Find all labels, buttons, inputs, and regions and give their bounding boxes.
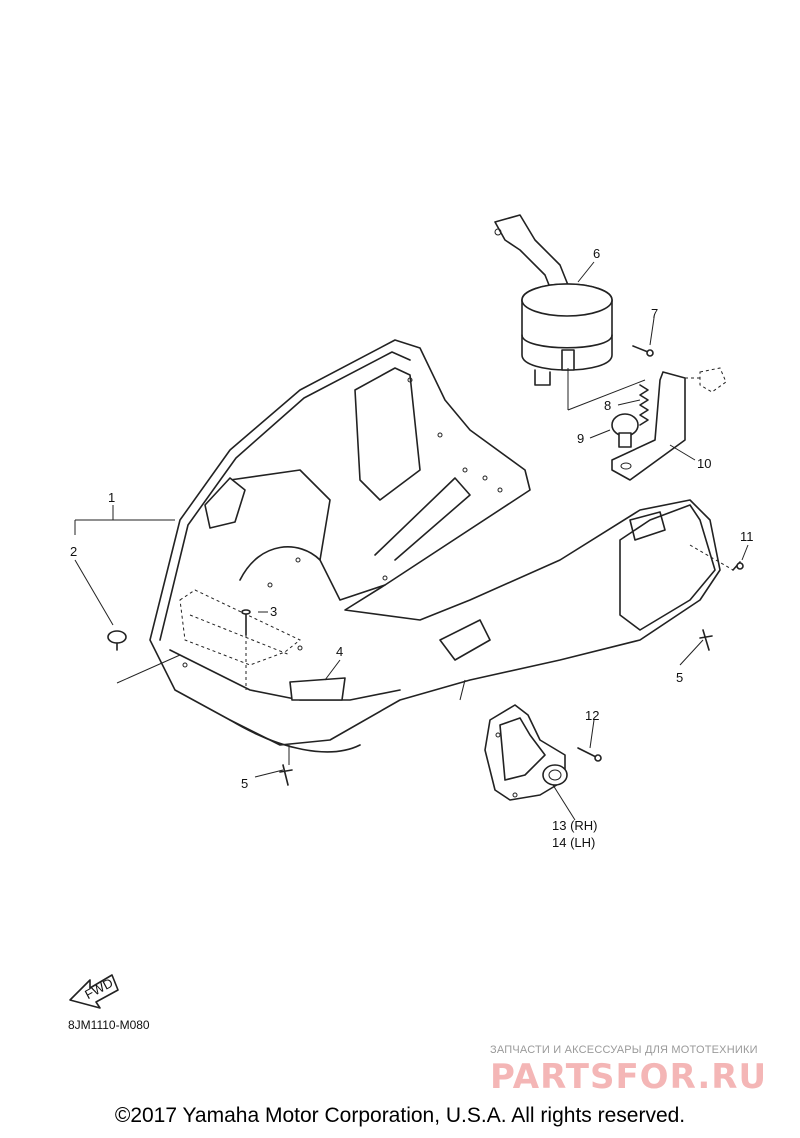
fwd-arrow-icon: FWD xyxy=(69,974,119,1009)
screw-part-3 xyxy=(241,609,251,690)
callout-12: 12 xyxy=(585,708,599,723)
callout-9: 9 xyxy=(577,431,584,446)
clip-part-5-left xyxy=(279,764,293,786)
hull-body xyxy=(149,339,721,753)
screw-part-12 xyxy=(577,747,602,762)
callout-7: 7 xyxy=(651,306,658,321)
callout-1: 1 xyxy=(108,490,115,505)
callout-14-lh: 14 (LH) xyxy=(552,835,595,850)
watermark-logo-text: PARTSFOR.RU xyxy=(490,1057,767,1097)
callout-4: 4 xyxy=(336,644,343,659)
part-code: 8JM1110-M080 xyxy=(68,1018,150,1032)
duct-part-13-14 xyxy=(484,704,568,801)
watermark-subtitle: ЗАПЧАСТИ И АКСЕССУАРЫ ДЛЯ МОТОТЕХНИКИ xyxy=(490,1044,758,1056)
callout-11: 11 xyxy=(740,529,754,544)
screw-part-7 xyxy=(632,345,654,357)
clip-part-5-right xyxy=(699,629,713,651)
callout-labels: 1 2 3 4 5 5 6 7 8 9 10 11 12 13 (RH) 14 … xyxy=(70,246,754,850)
leader-lines xyxy=(74,261,749,821)
damper-part-9 xyxy=(611,413,639,448)
copyright-notice: ©2017 Yamaha Motor Corporation, U.S.A. A… xyxy=(114,1104,686,1127)
spring-part-8 xyxy=(567,368,649,426)
callout-5-left: 5 xyxy=(241,776,248,791)
callout-3: 3 xyxy=(270,604,277,619)
watermark-logo: PARTSFOR.RU xyxy=(490,1057,767,1097)
callout-6: 6 xyxy=(593,246,600,261)
screw-part-11 xyxy=(689,544,744,571)
callout-13-rh: 13 (RH) xyxy=(552,818,598,833)
bracket-part-10 xyxy=(611,367,727,481)
callout-10: 10 xyxy=(697,456,711,471)
callout-2: 2 xyxy=(70,544,77,559)
callout-5-right: 5 xyxy=(676,670,683,685)
muffler-part-6 xyxy=(494,214,613,386)
plug-part-2 xyxy=(107,630,127,651)
callout-8: 8 xyxy=(604,398,611,413)
